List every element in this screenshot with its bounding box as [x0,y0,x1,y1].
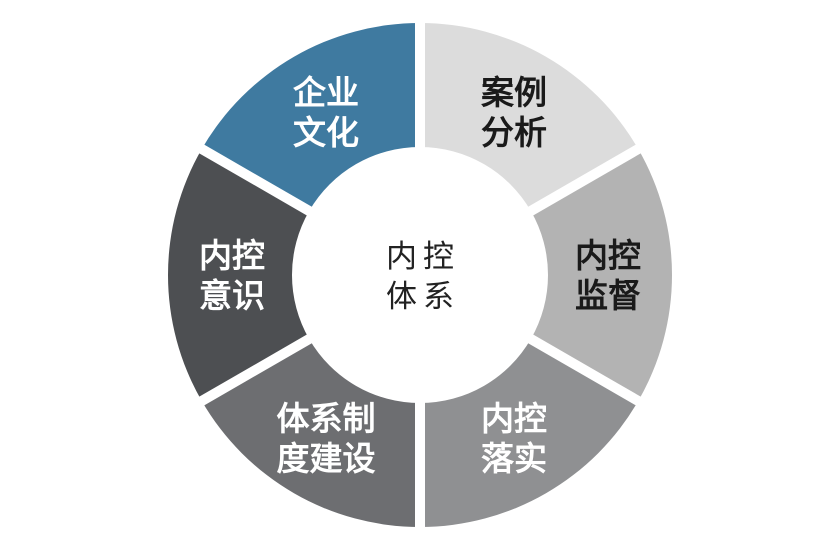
segment-implementation [420,339,639,527]
segment-separator-5 [195,142,316,218]
segment-label-awareness-line-2: 意识 [199,276,265,315]
segment-label-case-analysis-line-1: 案例 [481,73,547,112]
segment-separator-1 [524,142,645,218]
segment-label-implementation-line-1: 内控 [481,399,547,438]
center-circle [294,149,546,401]
segment-label-supervision-line-1: 内控 [575,236,641,275]
segment-label-culture-line-2: 文化 [293,113,359,152]
segment-system-building [201,339,420,527]
center-label: 内控 体系 [386,239,460,315]
segment-awareness [168,149,310,401]
segment-label-awareness-line-1: 内控 [199,236,265,275]
center-label-line-2: 体系 [386,279,460,315]
segment-label-case-analysis-line-2: 分析 [481,113,547,152]
segment-separator-2 [524,332,645,408]
center-label-line-1: 内控 [386,239,460,275]
segment-culture [201,23,420,211]
segment-separator-4 [195,332,316,408]
segment-case-analysis [420,23,639,211]
segment-label-system-building-line-1: 体系制 [277,399,376,438]
segment-label-supervision-line-2: 监督 [575,276,641,315]
segment-label-culture-line-1: 企业 [293,73,359,112]
segment-label-system-building-line-2: 度建设 [277,439,376,478]
segment-label-implementation-line-2: 落实 [481,439,547,478]
segment-supervision [530,149,672,401]
